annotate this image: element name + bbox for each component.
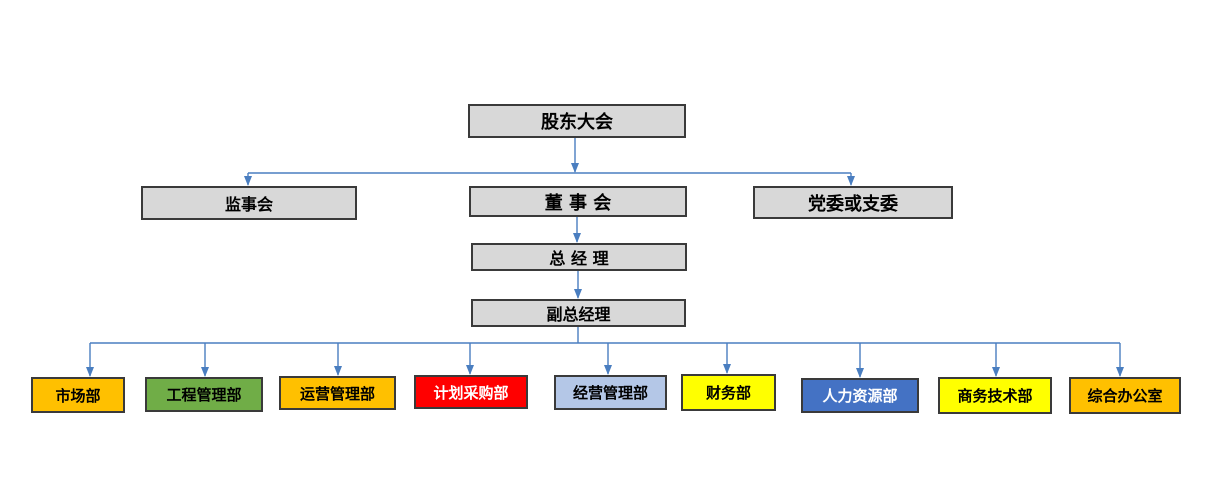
department-box-planning-procurement: 计划采购部: [414, 375, 528, 409]
party-committee-label: 党委或支委: [808, 193, 898, 215]
department-box-general-office: 综合办公室: [1069, 377, 1181, 414]
department-box-business-management: 经营管理部: [554, 375, 667, 410]
department-box-market: 市场部: [31, 377, 125, 413]
board-of-supervisors-label: 监事会: [224, 195, 273, 214]
department-label: 运营管理部: [299, 384, 375, 403]
department-label: 计划采购部: [433, 383, 509, 402]
general-manager-label: 总 经 理: [549, 249, 609, 268]
department-label: 市场部: [55, 386, 101, 405]
board-of-directors-label: 董 事 会: [544, 192, 612, 214]
department-box-finance: 财务部: [681, 374, 776, 411]
deputy-general-manager-label: 副总经理: [546, 305, 611, 324]
department-label: 经营管理部: [572, 384, 648, 402]
department-label: 财务部: [705, 384, 751, 402]
general-manager-box: 总 经 理: [471, 243, 687, 271]
party-committee-box: 党委或支委: [753, 186, 953, 219]
department-box-engineering: 工程管理部: [145, 377, 263, 412]
board-of-directors-box: 董 事 会: [469, 186, 687, 217]
department-label: 商务技术部: [957, 387, 1033, 405]
department-box-operations: 运营管理部: [279, 376, 396, 410]
department-box-human-resources: 人力资源部: [801, 378, 919, 413]
board-of-supervisors-box: 监事会: [141, 186, 357, 220]
department-label: 工程管理部: [166, 386, 242, 404]
department-label: 综合办公室: [1087, 387, 1163, 405]
deputy-general-manager-box: 副总经理: [471, 299, 686, 327]
shareholders-meeting-box: 股东大会: [468, 104, 686, 138]
department-box-commerce-technology: 商务技术部: [938, 377, 1052, 414]
shareholders-meeting-label: 股东大会: [541, 112, 613, 133]
department-label: 人力资源部: [822, 387, 898, 405]
